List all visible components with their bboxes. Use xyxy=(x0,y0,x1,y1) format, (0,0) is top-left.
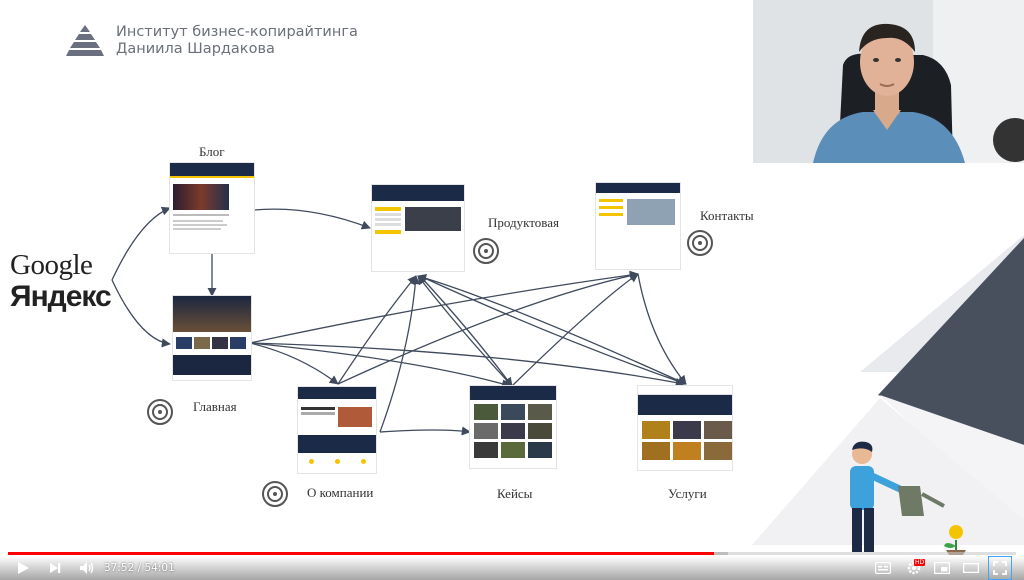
target-icon xyxy=(473,238,499,264)
mute-button[interactable] xyxy=(76,556,98,580)
miniplayer-button[interactable] xyxy=(931,556,953,580)
miniplayer-icon xyxy=(934,562,950,574)
google-logo: Google xyxy=(10,249,93,281)
volume-icon xyxy=(80,562,94,574)
pyramid-logo-icon xyxy=(66,25,104,56)
label-about: О компании xyxy=(307,485,374,500)
time-separator: / xyxy=(134,562,145,574)
play-icon xyxy=(18,562,29,574)
video-progress-bar[interactable] xyxy=(8,552,1016,555)
home-page-thumbnail xyxy=(173,296,251,380)
presenter-webcam xyxy=(753,0,1024,163)
played-bar xyxy=(8,552,714,555)
blog-page-thumbnail xyxy=(170,163,254,253)
label-contacts: Контакты xyxy=(700,208,754,223)
fullscreen-button[interactable] xyxy=(988,556,1012,580)
theater-mode-button[interactable] xyxy=(960,556,982,580)
contacts-page-thumbnail xyxy=(596,183,680,269)
subtitles-button[interactable] xyxy=(872,556,894,580)
theater-icon xyxy=(963,563,979,573)
cases-page-thumbnail xyxy=(470,386,556,468)
gardener-illustration xyxy=(850,441,966,555)
hd-badge: HD xyxy=(914,559,926,566)
fullscreen-icon xyxy=(993,561,1007,575)
label-blog: Блог xyxy=(199,144,225,159)
about-page-thumbnail xyxy=(298,387,376,473)
logo-line-1: Институт бизнес-копирайтинга xyxy=(116,24,358,40)
presenter-figure xyxy=(753,0,1024,163)
logo-line-2: Даниила Шардакова xyxy=(116,41,275,57)
yandex-logo: Яндекс xyxy=(10,280,112,313)
product-page-thumbnail xyxy=(372,185,464,271)
target-icon xyxy=(262,481,288,507)
services-page-thumbnail xyxy=(638,386,732,470)
play-button[interactable] xyxy=(12,556,34,580)
time-display: 37:52 / 54:01 xyxy=(104,562,175,574)
institute-logo: Институт бизнес-копирайтинга Даниила Шар… xyxy=(66,24,358,58)
duration: 54:01 xyxy=(144,562,175,574)
target-icon xyxy=(687,230,713,256)
current-time: 37:52 xyxy=(104,562,135,574)
search-engines: Google Яндекс xyxy=(10,249,112,313)
label-cases: Кейсы xyxy=(497,486,533,501)
target-icon xyxy=(147,399,173,425)
next-icon xyxy=(50,563,61,573)
label-home: Главная xyxy=(193,399,237,414)
label-product: Продуктовая xyxy=(488,215,559,230)
label-services: Услуги xyxy=(668,486,707,501)
subtitles-icon xyxy=(875,562,891,574)
next-button[interactable] xyxy=(44,556,66,580)
player-controls: HD xyxy=(0,556,1024,580)
settings-button[interactable]: HD xyxy=(902,556,926,580)
